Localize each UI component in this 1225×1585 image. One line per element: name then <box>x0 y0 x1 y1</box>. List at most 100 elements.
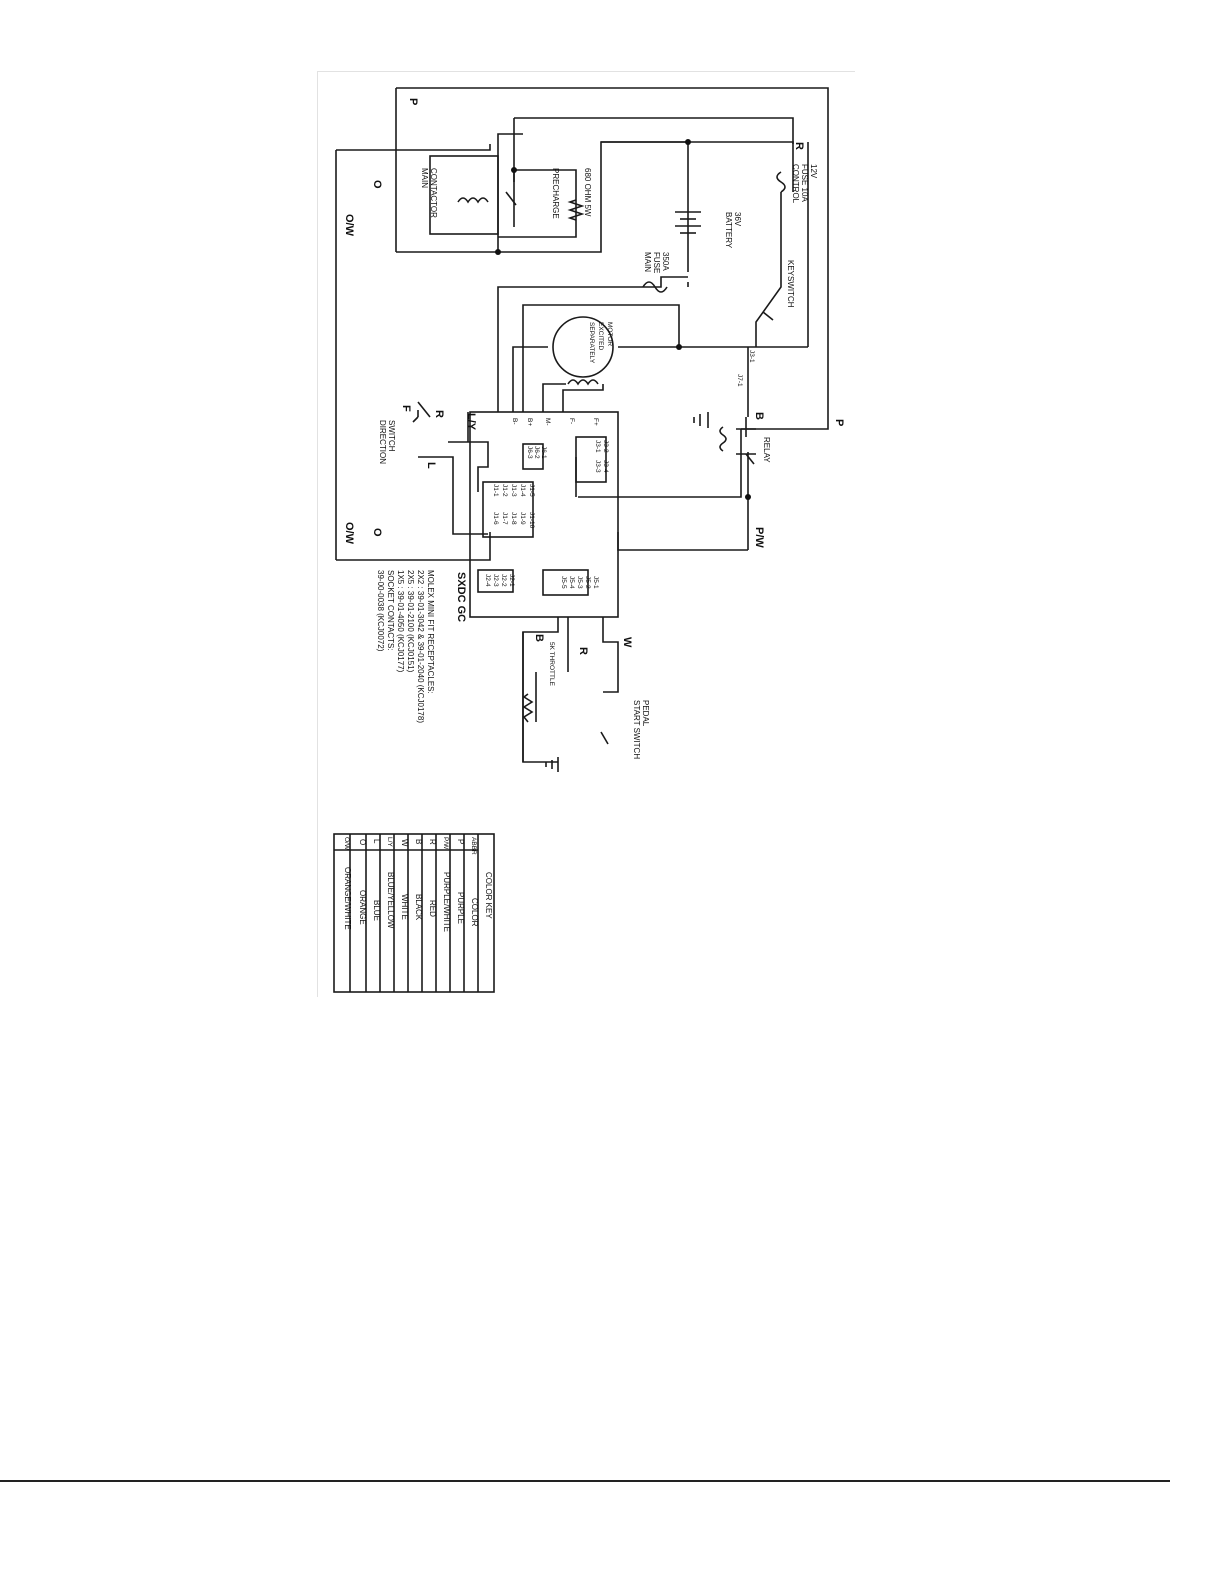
color-key-color-3: BLACK <box>414 894 423 921</box>
label-direction-switch: DIRECTIONSWITCH <box>378 420 396 464</box>
pin-j1-5: J1-5 <box>528 484 535 497</box>
label-precharge: PRECHARGE <box>551 168 560 219</box>
pin-j2-1: J2-1 <box>508 574 515 587</box>
main-fuse-icon <box>642 281 668 293</box>
color-key-color-2: RED <box>428 900 437 917</box>
molex-note-line-3: 2X5 : 39-01-2100 (KCJ0151) <box>406 570 415 673</box>
wire-label-b-relay: B <box>753 412 765 420</box>
color-key-color-7: ORANGE <box>358 890 367 925</box>
color-key-header-abbr: ABBR <box>470 837 477 855</box>
color-key-abbr-1: P/W <box>442 837 449 850</box>
pin-j1-9: J1-9 <box>519 512 526 525</box>
molex-note-line-5: SOCKET CONTACTS: <box>386 570 395 651</box>
labels: P R P B P/W O/W O/W O O L/Y R F L W R B … <box>343 98 845 759</box>
label-resistor: 680 OHM 5W <box>583 168 592 217</box>
motor-icon <box>552 316 614 378</box>
color-key-color-5: BLUE/YELLOW <box>386 872 395 929</box>
terminal-f-plus: F+ <box>592 418 599 426</box>
wire-label-r-top: R <box>793 142 805 150</box>
wire-label-p-top: P <box>407 98 419 105</box>
color-key-abbr-5: L/Y <box>386 837 393 847</box>
pin-j1-10: J1-10 <box>528 512 535 529</box>
color-key-abbr-4: W <box>400 839 409 847</box>
color-key-title: COLOR KEY <box>484 872 493 919</box>
label-main-fuse: MAINFUSE350A <box>643 252 670 273</box>
footer-rule <box>0 1480 1170 1482</box>
wire-label-j7: J7-1 <box>736 374 743 387</box>
label-battery: BATTERY36V <box>724 212 742 249</box>
label-relay: RELAY <box>762 437 771 463</box>
color-key-header-color: COLOR <box>470 898 479 927</box>
pin-j5-1: J5-1 <box>592 576 599 589</box>
pin-j3-4: J3-4 <box>602 460 609 473</box>
label-start-switch: START SWITCHPEDAL <box>632 700 650 759</box>
battery-icon <box>675 211 701 234</box>
wire-label-pw: P/W <box>753 527 765 548</box>
pin-j5-5: J5-5 <box>560 576 567 589</box>
pin-j3-2: J3-2 <box>602 440 609 453</box>
color-key-abbr-8: O/W <box>343 837 350 851</box>
pin-j1-7: J1-7 <box>501 512 508 525</box>
pin-j1-8: J1-8 <box>510 512 517 525</box>
label-control-fuse: CONTROLFUSE 10A12V <box>791 164 818 204</box>
pin-j5-3: J5-3 <box>576 576 583 589</box>
relay-coil-icon <box>719 426 727 452</box>
controller-box <box>469 411 619 618</box>
pin-j6-2: J6-2 <box>533 446 540 459</box>
pin-j3-1: J3-1 <box>594 440 601 453</box>
color-key-color-6: BLUE <box>372 900 381 921</box>
molex-note-line-6: 39-00-0038 (KCJ0072) <box>376 570 385 652</box>
pin-j1-6: J1-6 <box>492 512 499 525</box>
pin-j3-3: J3-3 <box>594 460 601 473</box>
pin-j1-3: J1-3 <box>510 484 517 497</box>
molex-note-line-1: MOLEX MINI FIT RECEPTACLES: <box>426 570 435 694</box>
color-key-abbr-3: B <box>414 839 423 844</box>
wire-label-r-dir: R <box>433 410 445 418</box>
wire-label-p-bottom: P <box>833 419 845 426</box>
throttle-resistor-icon <box>522 693 534 723</box>
molex-note-line-2: 2X2 : 39-01-3042 & 39-01-2040 (KCJ0178) <box>416 570 425 723</box>
wire-label-ow-right: O/W <box>343 522 355 545</box>
wire-label-j3: J3-1 <box>748 350 755 363</box>
pin-j2-3: J2-3 <box>492 574 499 587</box>
wire-label-r-throttle: R <box>577 647 589 655</box>
pin-j2-2: J2-2 <box>500 574 507 587</box>
color-key-abbr-6: L <box>372 839 381 844</box>
pin-j5-4: J5-4 <box>568 576 575 589</box>
field-coil-icon <box>567 379 599 386</box>
wire-label-l-dir: L <box>425 462 437 469</box>
label-main-contactor: MAINCONTACTOR <box>420 168 438 218</box>
pin-j1-4: J1-4 <box>519 484 526 497</box>
wiring-diagram: P R P B P/W O/W O/W O O L/Y R F L W R B … <box>317 71 855 997</box>
components <box>412 139 786 772</box>
terminal-b-plus: B+ <box>526 418 533 426</box>
terminal-b-minus: B- <box>511 418 518 425</box>
wire-label-w-throttle: W <box>621 637 633 648</box>
color-key-color-1: PURPLE/WHITE <box>442 872 451 932</box>
wire-label-ly: L/Y <box>465 413 477 431</box>
color-key-abbr-2: R <box>428 839 437 845</box>
wire-label-b-throttle: B <box>533 634 545 642</box>
color-key-abbr-7: O <box>358 839 367 845</box>
pin-j6-1: J6-1 <box>540 446 547 459</box>
pin-j5-2: J5-2 <box>584 576 591 589</box>
ground-icon <box>545 757 559 772</box>
label-keyswitch: KEYSWITCH <box>786 260 795 308</box>
footer-mark <box>1208 1476 1212 1480</box>
color-key-color-0: PURPLE <box>456 892 465 924</box>
label-controller: SXDC GC <box>455 572 467 622</box>
wire-label-o-left: O <box>371 180 383 189</box>
pin-j1-2: J1-2 <box>501 484 508 497</box>
pin-j2-4: J2-4 <box>484 574 491 587</box>
pin-j6-3: J6-3 <box>526 446 533 459</box>
resistor-icon <box>567 199 585 221</box>
color-key-color-8: ORANGE/WHITE <box>343 867 352 930</box>
wire-label-ow-left: O/W <box>343 214 355 237</box>
pin-j1-1: J1-1 <box>492 484 499 497</box>
molex-note-line-4: 1X5 : 39-01-4050 (KCJ0177) <box>396 570 405 673</box>
label-throttle: 5K THROTTLE <box>548 642 555 687</box>
color-key-table: COLOR KEY ABBR COLOR P PURPLE P/W PURPLE… <box>333 833 495 993</box>
terminal-m-minus: M- <box>544 418 551 426</box>
contactor-coil-icon <box>457 197 489 204</box>
